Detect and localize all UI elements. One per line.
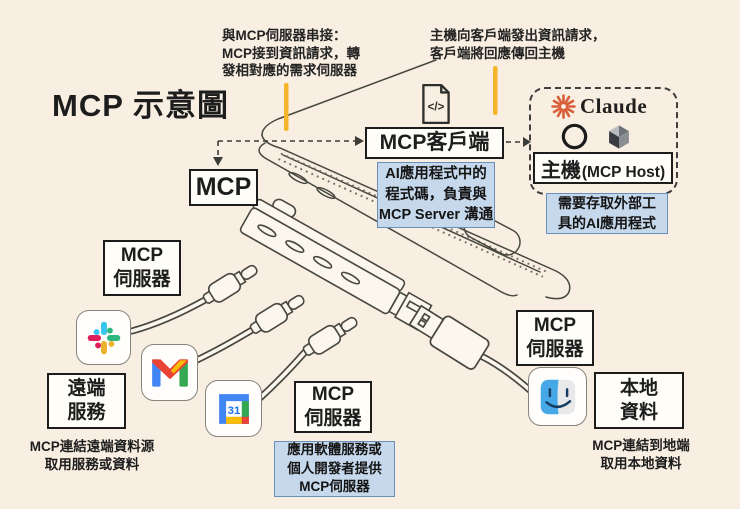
- node-local-data: 本地 資料: [594, 372, 684, 429]
- cursor-icon: [609, 124, 629, 149]
- claude-sunburst-icon: [551, 94, 576, 119]
- gmail-tile: [141, 344, 198, 401]
- claude-logo: Claude: [551, 94, 647, 119]
- dashed-arrows: [213, 136, 531, 166]
- annotation-host-request: 主機向客戶端發出資訊請求， 客戶端將回應傳回主機: [430, 28, 606, 61]
- yellow-callout-line: [493, 66, 498, 115]
- usb-a-plug-icon: [408, 304, 490, 370]
- note-host: 需要存取外部工 具的AI應用程式: [546, 193, 668, 234]
- annotation-serial: 與MCP伺服器串接： MCP接到資訊請求，轉 發相對應的需求伺服器: [222, 28, 360, 79]
- yellow-callout-line: [284, 83, 289, 131]
- node-mcp-server-mid: MCP 伺服器: [294, 381, 372, 433]
- node-mcp-server-right: MCP 伺服器: [516, 310, 594, 366]
- finder-tile: [528, 367, 587, 426]
- svg-text:</>: </>: [428, 101, 445, 113]
- page-title: MCP 示意圖: [52, 88, 229, 123]
- slack-icon: [87, 321, 120, 354]
- code-file-icon: </>: [422, 83, 450, 125]
- openai-icon: [561, 123, 588, 150]
- gmail-icon: [151, 358, 188, 387]
- caption-local: MCP連結到地端 取用本地資料: [592, 438, 690, 471]
- note-server: 應用軟體服務或 個人開發者提供 MCP伺服器: [274, 441, 395, 497]
- node-remote-service: 遠端 服務: [47, 373, 126, 429]
- node-mcp-client: MCP客戶端: [365, 127, 504, 159]
- note-client: AI應用程式中的 程式碼，負責與 MCP Server 溝通: [377, 162, 495, 228]
- finder-icon: [540, 379, 575, 414]
- svg-text:31: 31: [227, 404, 240, 416]
- slack-tile: [76, 310, 131, 365]
- ai-logos: [560, 122, 633, 151]
- google-calendar-icon: 31: [218, 393, 249, 424]
- node-mcp-server-top: MCP 伺服器: [103, 240, 181, 296]
- calendar-tile: 31: [205, 380, 262, 437]
- node-host: 主機(MCP Host): [533, 152, 673, 184]
- node-mcp: MCP: [189, 169, 258, 206]
- cables: [128, 296, 536, 402]
- claude-wordmark: Claude: [580, 94, 648, 118]
- caption-remote: MCP連結遠端資料源 取用服務或資料: [29, 439, 155, 472]
